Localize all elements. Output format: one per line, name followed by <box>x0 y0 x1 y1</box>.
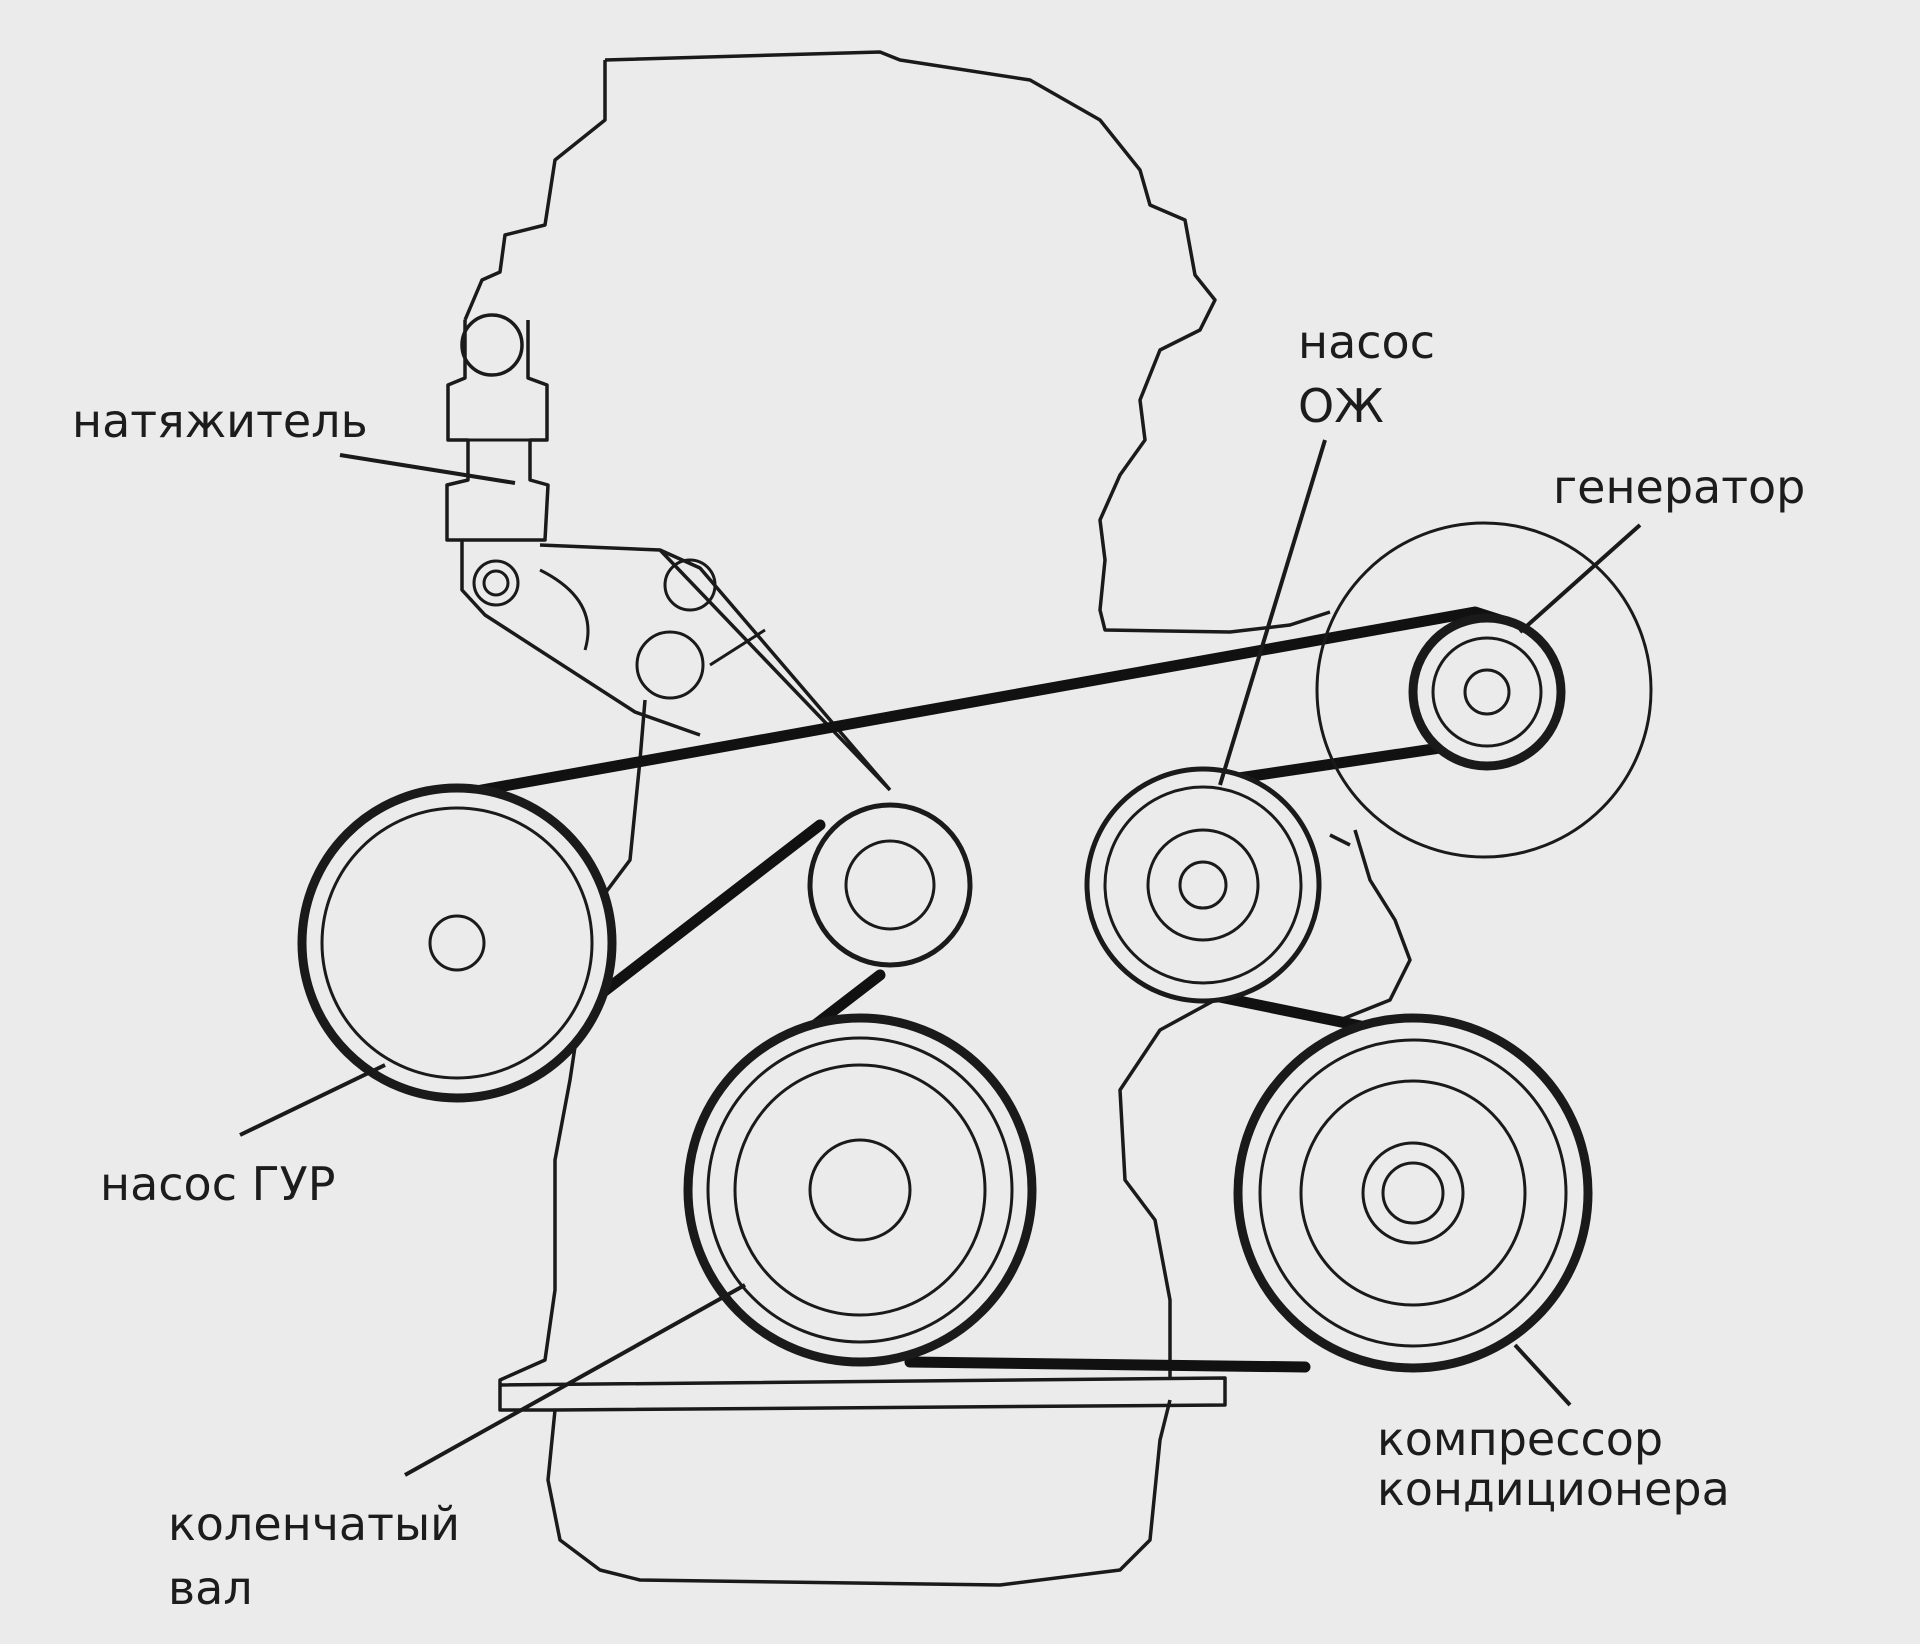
tensioner-pivot-inner <box>482 569 510 597</box>
crankshaft-pulley-outer <box>683 1013 1037 1367</box>
alternator-pulley-groove <box>1431 636 1543 748</box>
tensioner-assembly <box>445 313 892 792</box>
label-ps-pump: насос ГУР <box>100 1157 335 1211</box>
label-alternator: генератор <box>1553 460 1805 514</box>
bracket-bolt-lower <box>635 630 705 700</box>
tensioner-top-eye <box>460 313 524 377</box>
ac-compressor-groove <box>1258 1038 1568 1348</box>
ac-compressor <box>1233 1013 1593 1373</box>
ac-compressor-pulley <box>1233 1013 1593 1373</box>
leader-tensioner <box>339 453 516 485</box>
coolant-pump-pulley <box>1084 766 1322 1004</box>
belt-pump-to-alt <box>1219 739 1466 786</box>
leader-lines <box>239 439 1642 1477</box>
label-coolant-pump-line2: ОЖ <box>1298 379 1384 433</box>
ps-pump-groove <box>320 806 594 1080</box>
belt-ps-to-idler <box>574 819 826 1016</box>
coolant-pump-groove <box>1103 785 1303 985</box>
coolant-pump-shaft <box>1178 860 1228 910</box>
tensioner-pivot-outer <box>472 559 520 607</box>
bracket-arc <box>539 568 590 651</box>
engine-head-outline <box>604 50 1331 634</box>
ac-compressor-hub <box>1361 1141 1465 1245</box>
tensioner-bracket <box>460 540 892 792</box>
belt-pump-to-ac <box>1204 989 1386 1036</box>
label-crankshaft-line2: вал <box>168 1561 253 1615</box>
label-crankshaft-line1: коленчатый <box>168 1497 460 1551</box>
crankshaft-pulley <box>683 1013 1037 1367</box>
belt-idler-to-crank <box>809 969 886 1031</box>
leader-crankshaft <box>404 1283 746 1477</box>
alternator-housing <box>1315 521 1653 859</box>
ac-compressor-clutch <box>1299 1079 1527 1307</box>
label-ac-compressor-line2: кондиционера <box>1377 1462 1730 1516</box>
idler-pulley-hub <box>844 839 936 931</box>
ac-compressor-shaft <box>1381 1161 1445 1225</box>
power-steering-pump <box>297 783 617 1103</box>
leader-alternator <box>1518 523 1642 634</box>
leader-ps-pump <box>239 1063 386 1137</box>
block-right-edge <box>1329 833 1351 847</box>
crankshaft-pulley-inner <box>733 1063 987 1317</box>
idler-pulley <box>807 802 973 968</box>
idler-pulley-outer <box>807 802 973 968</box>
coolant-pump-hub <box>1146 828 1260 942</box>
crankshaft-hub <box>808 1138 912 1242</box>
bracket-bolt-upper <box>663 558 717 612</box>
label-tensioner: натяжитель <box>72 394 368 448</box>
alternator <box>1315 521 1653 859</box>
tensioner-body <box>445 320 550 542</box>
oil-pan-line <box>499 1376 1227 1412</box>
belt-bottom-span <box>904 1356 1311 1373</box>
label-coolant-pump-line1: насос <box>1298 315 1435 369</box>
labels: натяжитель насос ОЖ генератор насос ГУР … <box>72 315 1805 1615</box>
ps-pump-shaft <box>428 914 486 972</box>
alternator-shaft <box>1463 668 1511 716</box>
block-middle-rib <box>1118 998 1216 1380</box>
ps-pump-pulley <box>297 783 617 1103</box>
alternator-pulley <box>1408 613 1566 771</box>
bracket-strut <box>709 628 766 667</box>
block-right-rib <box>1339 829 1412 1022</box>
leader-ac-compressor <box>1513 1343 1572 1407</box>
crankshaft-pulley-groove <box>706 1036 1014 1344</box>
label-ac-compressor-line1: компрессор <box>1377 1412 1663 1466</box>
leader-coolant-pump <box>1218 439 1327 786</box>
coolant-pump <box>1084 766 1322 1004</box>
engine-head-top <box>463 60 607 321</box>
